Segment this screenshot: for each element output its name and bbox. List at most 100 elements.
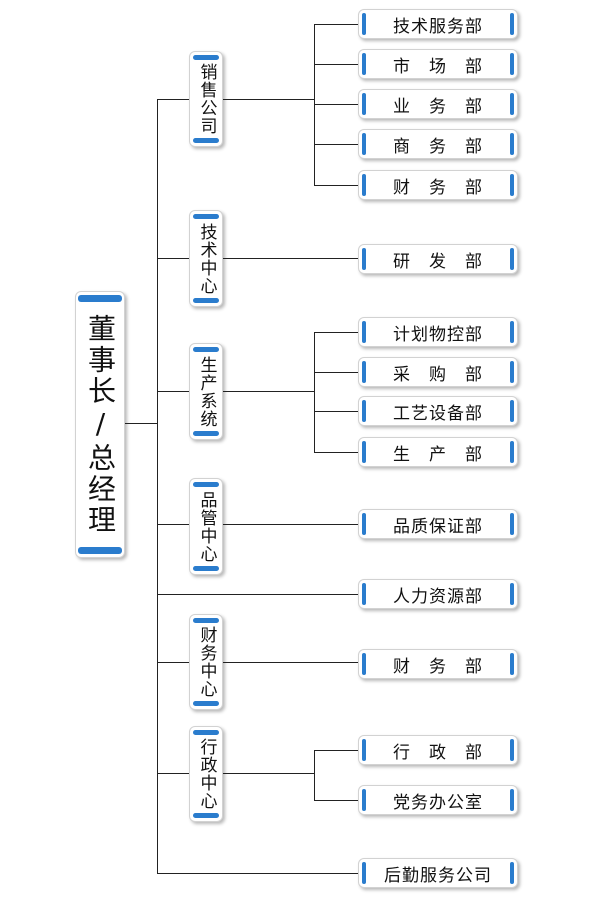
department-cap-right (510, 441, 514, 463)
department-cap-left (362, 441, 366, 463)
department-label: 商 务 部 (393, 136, 483, 157)
division-cap-top (192, 730, 220, 735)
division-spine-7 (314, 750, 315, 801)
trunk-branch-4 (157, 524, 189, 525)
dept-connector-7-1 (314, 750, 358, 751)
department-cap-right (510, 789, 514, 811)
division-cap-top (192, 482, 220, 487)
department-box: 商 务 部 (358, 129, 518, 159)
department-box: 采 购 部 (358, 357, 518, 387)
department-cap-right (510, 653, 514, 675)
dept-connector-1-4 (314, 144, 358, 145)
division-cap-bottom (192, 813, 220, 818)
division-label: 财务中心 (196, 626, 217, 698)
dept-connector-1-3 (314, 104, 358, 105)
division-box-3: 生产系统 (189, 343, 223, 440)
division-box-1: 销售公司 (189, 51, 223, 147)
department-cap-left (362, 53, 366, 75)
department-cap-left (362, 583, 366, 605)
department-box: 后勤服务公司 (358, 858, 518, 888)
department-box: 计划物控部 (358, 317, 518, 347)
dept-connector-3-2 (314, 372, 358, 373)
department-cap-left (362, 133, 366, 155)
department-cap-right (510, 13, 514, 35)
trunk-branch-1 (157, 99, 189, 100)
dept-connector-1-1 (314, 24, 358, 25)
department-box: 市 场 部 (358, 49, 518, 79)
department-cap-left (362, 739, 366, 761)
department-cap-left (362, 361, 366, 383)
division-box-2: 技术中心 (189, 210, 223, 307)
division-connector-6 (223, 662, 358, 663)
department-cap-left (362, 862, 366, 884)
department-cap-left (362, 789, 366, 811)
department-label: 技术服务部 (393, 16, 483, 37)
department-box: 财 务 部 (358, 170, 518, 200)
trunk-branch-2 (157, 258, 189, 259)
trunk-branch-8 (157, 873, 358, 874)
department-cap-right (510, 248, 514, 270)
dept-connector-3-3 (314, 411, 358, 412)
department-box: 技术服务部 (358, 9, 518, 39)
department-cap-left (362, 174, 366, 196)
division-cap-bottom (192, 566, 220, 571)
department-cap-right (510, 739, 514, 761)
department-cap-right (510, 583, 514, 605)
trunk-line (157, 99, 158, 874)
department-label: 财 务 部 (393, 177, 483, 198)
department-label: 采 购 部 (393, 364, 483, 385)
department-cap-left (362, 513, 366, 535)
root-cap-bottom (77, 547, 123, 554)
division-label: 技术中心 (196, 222, 217, 295)
department-cap-right (510, 174, 514, 196)
dept-connector-3-1 (314, 332, 358, 333)
department-label: 计划物控部 (393, 324, 483, 345)
division-connector-4 (223, 524, 358, 525)
department-cap-right (510, 361, 514, 383)
department-cap-left (362, 93, 366, 115)
department-cap-left (362, 248, 366, 270)
department-cap-left (362, 13, 366, 35)
department-label: 生 产 部 (393, 444, 483, 465)
department-box: 研 发 部 (358, 244, 518, 274)
department-cap-right (510, 133, 514, 155)
division-cap-top (192, 55, 220, 60)
division-label: 生产系统 (196, 355, 217, 428)
department-cap-left (362, 400, 366, 422)
root-cap-top (77, 295, 123, 302)
department-box: 行 政 部 (358, 735, 518, 765)
division-connector-7 (223, 773, 314, 774)
department-label: 市 场 部 (393, 56, 483, 77)
dept-connector-3-4 (314, 452, 358, 453)
department-box: 生 产 部 (358, 437, 518, 467)
department-cap-right (510, 321, 514, 343)
division-box-7: 行政中心 (189, 726, 223, 822)
division-label: 行政中心 (196, 738, 217, 810)
division-spine-3 (314, 332, 315, 453)
department-label: 财 务 部 (393, 656, 483, 677)
root-connector (125, 423, 157, 424)
department-cap-left (362, 653, 366, 675)
division-cap-bottom (192, 298, 220, 303)
division-connector-3 (223, 391, 314, 392)
department-label: 后勤服务公司 (384, 865, 492, 886)
trunk-branch-5 (157, 594, 358, 595)
division-cap-top (192, 347, 220, 352)
department-box: 品质保证部 (358, 509, 518, 539)
division-cap-bottom (192, 138, 220, 143)
division-box-4: 品管中心 (189, 478, 223, 575)
department-label: 党务办公室 (393, 792, 483, 813)
department-label: 研 发 部 (393, 251, 483, 272)
department-box: 人力资源部 (358, 579, 518, 609)
root-box: 董事长/总经理 (75, 291, 125, 558)
division-cap-bottom (192, 431, 220, 436)
division-spine-1 (314, 24, 315, 186)
department-cap-right (510, 400, 514, 422)
division-cap-top (192, 214, 220, 219)
dept-connector-7-2 (314, 800, 358, 801)
department-cap-left (362, 321, 366, 343)
dept-connector-1-5 (314, 185, 358, 186)
department-cap-right (510, 862, 514, 884)
department-cap-right (510, 93, 514, 115)
